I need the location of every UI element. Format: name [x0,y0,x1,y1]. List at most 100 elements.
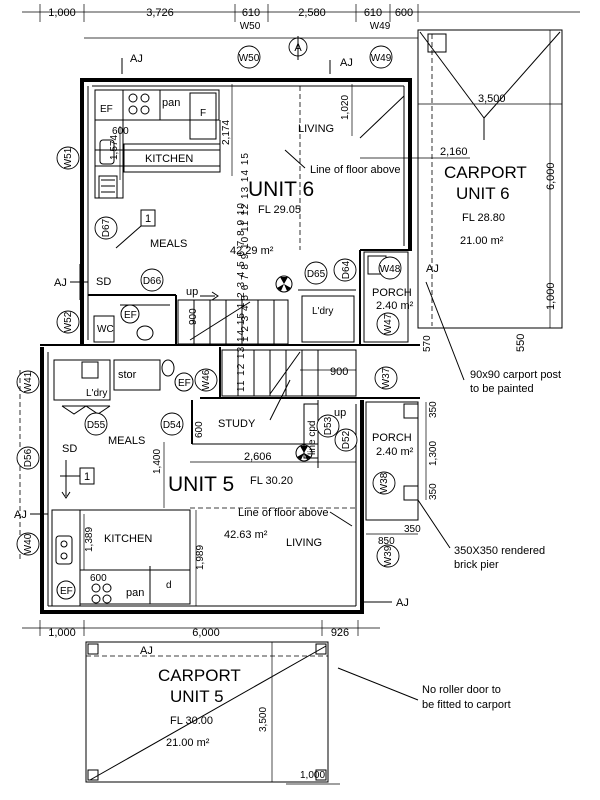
dim-porch5-350a: 350 [428,401,439,418]
label-porch5-area: 2.40 m² [376,446,414,458]
note-pier-line1: 350X350 rendered [454,545,545,557]
label-floor-above5: Line of floor above [238,507,329,519]
label-area6: 42.29 m² [230,245,274,257]
label-porch6: PORCH [372,287,412,299]
label-aj-left5: AJ [14,509,27,521]
svg-text:W39: W39 [383,545,394,566]
label-fridge5: d [166,580,172,591]
unit5-kitchen: KITCHEN 1,389 600 pan d EF [51,509,191,607]
dim-unit5-2606: 2,606 [244,451,272,463]
stair-numbers-mid: 11 12 13 14 15 1 2 3 4 5 6 7 8 9 10 [236,202,247,392]
label-ef5-laundry: EF [178,378,191,389]
window-tag-w49: W49 [369,45,393,69]
dim-kitchen6-1574: 1,574 [109,135,120,160]
window-tag-w37: W37 [374,366,398,390]
label-unit6: UNIT 6 [248,178,314,201]
label-ldry5: L'dry [86,388,107,399]
label-wc: WC [97,324,114,335]
label-up5: up [334,407,346,419]
unit6-living: 2,174 1,020 LIVING Line of floor above U… [221,84,405,257]
unit6-stair-zone: WC EF up 900 1 2 3 4 5 6 7 8 9 10 11 12 … [88,152,356,345]
unit5-study: STUDY 600 line cpd [191,400,319,468]
dim-top-3: 610 [242,7,260,19]
svg-text:D53: D53 [323,416,334,435]
label-meals6: MEALS [150,238,187,250]
callout-1-top: 1 [115,209,156,249]
label-aj-top2: AJ [340,57,353,69]
dim-top-4: 2,580 [298,7,326,19]
dim-kitchen5-600: 600 [90,573,107,584]
label-kitchen6: KITCHEN [145,153,193,165]
dim-bottom-3: 926 [331,627,349,639]
label-ef5-kitchen: EF [60,586,73,597]
dim-top-5: 610 [364,7,382,19]
note-carport-post: 90x90 carport post to be painted [425,281,561,395]
label-meals5: MEALS [108,435,145,447]
north-arrow: A [288,36,308,60]
label-floor-above6: Line of floor above [310,164,401,176]
dim-carport6-side: 1,000 [545,282,557,310]
dim-porch5-350c: 350 [404,524,421,535]
window-tag-w51: W51 [56,146,80,170]
svg-text:W38: W38 [379,472,390,493]
label-fl6: FL 29.05 [258,204,301,216]
label-pan5: pan [126,587,144,599]
note-post-line2: to be painted [470,383,534,395]
label-carport6-title1: CARPORT [444,163,527,182]
svg-text:W47: W47 [383,313,394,334]
dim-bottom-1: 1,000 [48,627,76,639]
dim-kitchen6-600: 600 [112,126,129,137]
svg-text:W48: W48 [380,264,401,275]
window-tag-w47: W47 [376,312,400,336]
label-study: STUDY [218,418,256,430]
window-tag-w39: W39 [376,544,400,568]
label-pan6: pan [162,97,180,109]
door-tag-d54: D54 [160,412,184,436]
dim-porch5-850: 850 [378,536,395,547]
label-area5: 42.63 m² [224,529,268,541]
note-roller-line2: be fitted to carport [422,699,511,711]
label-aj-right5: AJ [396,597,409,609]
stair-numbers-top: 1 2 3 4 5 6 7 8 9 10 11 12 13 14 15 [240,152,251,342]
door-tag-d65: D65 [304,261,328,285]
svg-text:W51: W51 [63,147,74,168]
label-stor: stor [118,369,137,381]
tag-w49-top: W49 [370,21,391,32]
dim-unit5-1400: 1,400 [152,449,163,474]
label-carport6-title2: UNIT 6 [456,184,510,203]
label-linen: line cpd [307,421,318,455]
label-aj-left6: AJ [54,277,67,289]
label-carport5-title1: CARPORT [158,666,241,685]
dim-kitchen5-1389: 1,389 [84,527,95,552]
dim-living6-1020: 1,020 [340,95,351,120]
dim-living6-2174: 2,174 [221,120,232,145]
svg-text:W52: W52 [63,311,74,332]
label-living5: LIVING [286,537,322,549]
label-fl5: FL 30.20 [250,475,293,487]
door-tag-d53: D53 [316,414,340,438]
dim-porch-570: 570 [422,335,433,352]
label-carport6-area: 21.00 m² [460,235,504,247]
dim-porch5-350b: 350 [428,483,439,500]
dim-top-1: 1,000 [48,7,76,19]
label-carport5-area: 21.00 m² [166,737,210,749]
label-unit5: UNIT 5 [168,473,234,496]
label-ef6-wc: EF [124,310,137,321]
label-fridge6: F [200,108,206,119]
callout-1-bottom: 1 [60,467,95,485]
unit5-porch: PORCH 2.40 m² 350 1,300 350 350 850 [365,401,439,547]
label-carport6-fl: FL 28.80 [462,212,505,224]
door-tag-d55: D55 [84,412,108,436]
dim-carport5-depth: 3,500 [258,707,269,732]
svg-text:D55: D55 [87,420,106,431]
window-tag-w52: W52 [56,310,80,334]
dim-bottom-2: 6,000 [192,627,220,639]
svg-text:1: 1 [145,213,151,225]
note-roller-line1: No roller door to [422,684,501,696]
unit6-porch: PORCH 2.40 m² AJ 570 [363,251,439,352]
label-aj-carport5: AJ [140,645,153,657]
door-tag-d67: D67 [94,216,118,240]
window-tag-w48: W48 [378,256,402,280]
dim-porch5-1300: 1,300 [428,441,439,466]
svg-text:D64: D64 [341,260,352,279]
